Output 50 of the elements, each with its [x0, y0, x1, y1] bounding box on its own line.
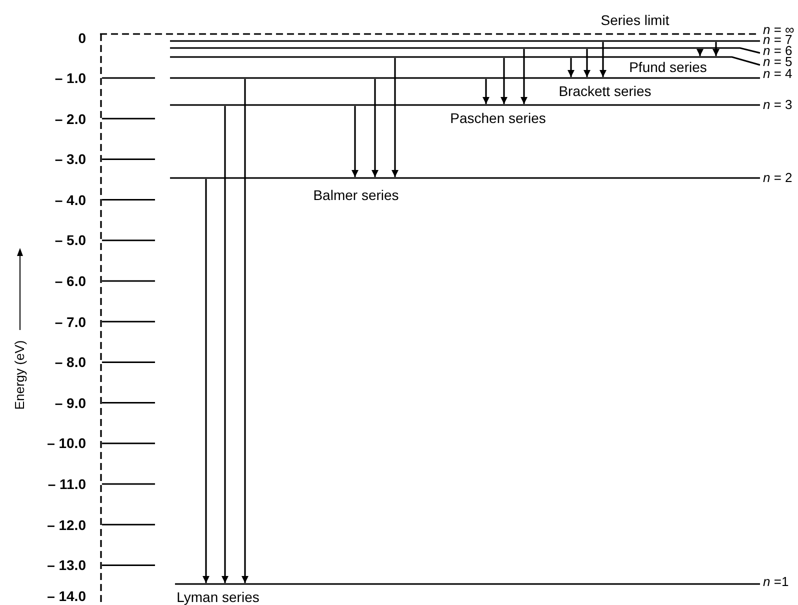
- tick-label: – 1.0: [54, 70, 86, 86]
- level-label: n = 4: [763, 69, 792, 79]
- tick-label: – 2.0: [54, 110, 86, 127]
- energy-level-line: [170, 75, 760, 81]
- transition-arrow: [392, 58, 398, 177]
- level-label: n = 3: [763, 100, 792, 110]
- tick-label: – 14.0: [47, 588, 86, 604]
- transition-arrow: [500, 58, 508, 104]
- energy-level-line: [170, 175, 760, 181]
- level-label: n = 2: [763, 173, 792, 183]
- transition-arrow: [372, 79, 378, 177]
- tick-label: – 9.0: [54, 394, 86, 411]
- series-label: Balmer series: [313, 187, 399, 203]
- transition-arrow: [352, 106, 358, 177]
- energy-level-line: [170, 102, 760, 108]
- level-label: n = 7: [763, 35, 792, 45]
- transition-arrow: [584, 49, 590, 77]
- level-label: n =1: [763, 577, 789, 587]
- energy-level-line: [170, 38, 760, 44]
- level-label: n = 6: [763, 46, 792, 56]
- level-label: n = ∞: [763, 25, 794, 35]
- transition-arrow: [712, 42, 720, 56]
- tick-label: – 10.0: [47, 435, 86, 452]
- transition-arrow: [696, 49, 704, 56]
- transition-arrow: [202, 179, 210, 583]
- tick-label: – 11.0: [48, 476, 86, 492]
- series-label: Pfund series: [629, 59, 707, 75]
- tick-label: – 5.0: [54, 232, 86, 248]
- series-label: Paschen series: [450, 110, 546, 126]
- transition-arrow: [242, 79, 248, 583]
- tick-label: – 3.0: [54, 151, 86, 168]
- tick-label: – 12.0: [47, 516, 86, 533]
- transition-arrow: [520, 49, 528, 104]
- tick-label: 0: [78, 30, 86, 46]
- tick-label: – 7.0: [54, 314, 86, 330]
- transition-arrow: [600, 42, 606, 77]
- axis-title: Energy (eV): [13, 339, 27, 412]
- series-label: Lyman series: [176, 589, 260, 605]
- transition-arrow: [222, 106, 228, 583]
- level-label: n = 5: [763, 57, 792, 67]
- tick-label: – 8.0: [54, 354, 86, 370]
- transition-arrow: [482, 79, 490, 104]
- tick-label: – 4.0: [54, 192, 86, 208]
- tick-label: – 6.0: [54, 273, 86, 289]
- energy-level-line: [175, 581, 760, 587]
- tick-label: – 13.0: [47, 557, 86, 574]
- energy-level-line: [170, 45, 760, 56]
- series-label: Brackett series: [558, 83, 652, 99]
- transition-arrow: [568, 58, 574, 77]
- series-label: Series limit: [600, 12, 670, 28]
